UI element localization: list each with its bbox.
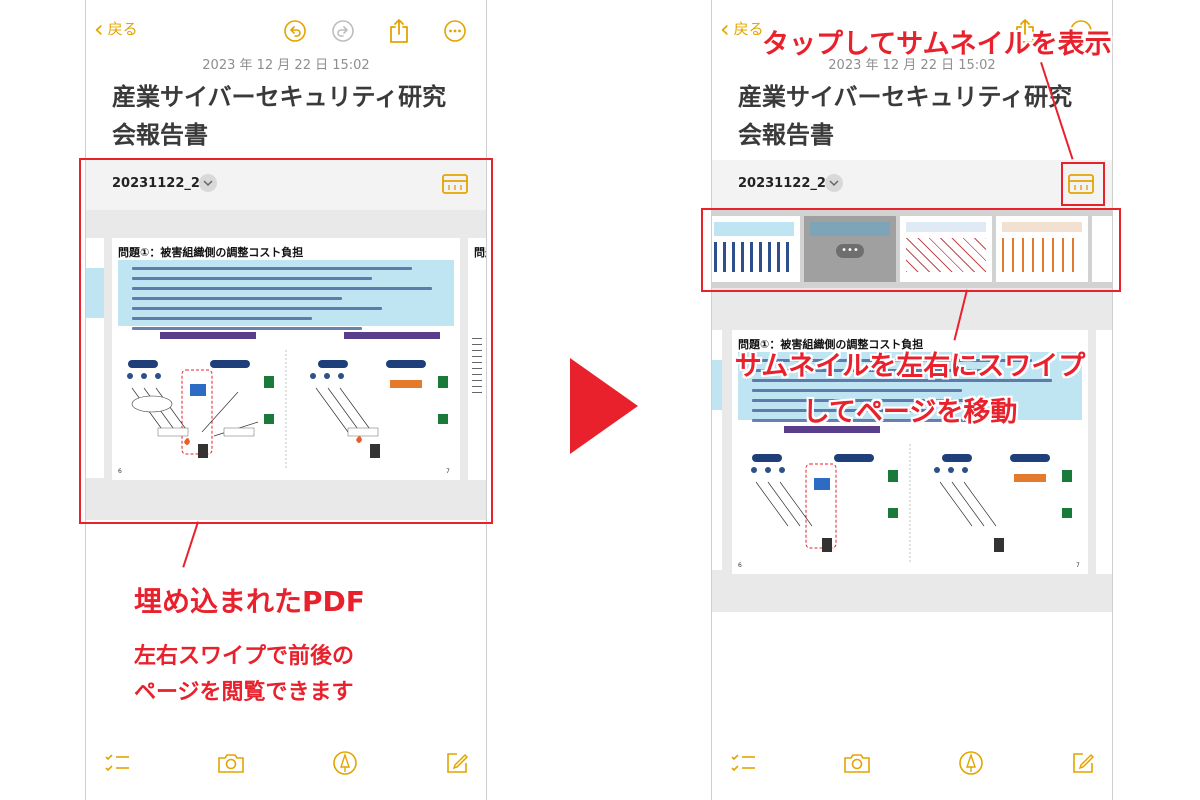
- embedded-pdf-caption: 埋め込まれたPDF: [134, 585, 365, 618]
- back-label: 戻る: [733, 20, 764, 38]
- back-label: 戻る: [107, 20, 138, 38]
- compose-icon[interactable]: [442, 748, 472, 778]
- checklist-icon[interactable]: [728, 748, 758, 778]
- checklist-icon[interactable]: [102, 748, 132, 778]
- bottom-toolbar: [712, 748, 1112, 784]
- embedded-pdf[interactable]: 20231122_2 •••: [712, 160, 1112, 612]
- pdf-page-number: 7: [446, 468, 450, 475]
- note-title[interactable]: 産業サイバーセキュリティ研究 会報告書: [112, 78, 472, 154]
- note-datestamp: 2023 年 12 月 22 日 15:02: [202, 58, 370, 73]
- compose-icon[interactable]: [1068, 748, 1098, 778]
- chevron-left-icon: ‹: [94, 14, 104, 43]
- more-icon[interactable]: [442, 18, 468, 44]
- pdf-header: 20231122_2: [86, 160, 486, 210]
- navigation-bar: ‹ 戻る: [86, 12, 486, 52]
- pdf-page-next[interactable]: 問題: [468, 238, 486, 480]
- embedded-pdf[interactable]: 20231122_2 問題①：被害組織側の調整コスト負担: [86, 160, 486, 520]
- markup-pen-icon[interactable]: [330, 748, 360, 778]
- pdf-next-heading: 問題: [474, 246, 486, 259]
- camera-icon[interactable]: [842, 748, 872, 778]
- thumbnail-toggle-icon[interactable]: [442, 174, 468, 194]
- note-title[interactable]: 産業サイバーセキュリティ研究 会報告書: [738, 78, 1098, 154]
- pdf-filename: 20231122_2: [738, 176, 826, 191]
- swipe-thumbnail-caption-line1: サムネイルを左右にスワイプ: [734, 351, 1086, 382]
- thumbnail-toggle-icon[interactable]: [1068, 174, 1094, 194]
- camera-icon[interactable]: [216, 748, 246, 778]
- pdf-highlight-box: [738, 352, 1082, 422]
- bottom-toolbar: [86, 748, 486, 784]
- pdf-page-number: 6: [118, 468, 122, 475]
- pdf-page-current[interactable]: 問題①：被害組織側の調整コスト負担: [732, 330, 1088, 574]
- markup-pen-icon[interactable]: [956, 748, 986, 778]
- redo-icon[interactable]: [330, 18, 356, 44]
- pdf-options-chevron-icon[interactable]: [825, 174, 843, 192]
- swipe-thumbnail-caption-line2: してページを移動: [802, 397, 1018, 428]
- note-title-line1: 産業サイバーセキュリティ研究: [738, 83, 1073, 111]
- pdf-page-previous[interactable]: [712, 330, 722, 570]
- pdf-options-chevron-icon[interactable]: [199, 174, 217, 192]
- pdf-thumbnail[interactable]: [712, 216, 800, 282]
- pdf-page-number: 7: [1076, 562, 1080, 569]
- pdf-highlight-box: [118, 260, 454, 330]
- transition-arrow-icon: [570, 358, 638, 454]
- undo-icon[interactable]: [282, 18, 308, 44]
- pdf-diagram: [751, 426, 1072, 564]
- pdf-thumbnail[interactable]: [996, 216, 1088, 282]
- note-screen-thumbnails: ‹ 戻る 2023 年 12 月 22 日 15:02 産業サイバーセキュリティ…: [711, 0, 1113, 800]
- back-button[interactable]: ‹ 戻る: [94, 14, 138, 43]
- pdf-highlight-box: [712, 360, 722, 410]
- back-button[interactable]: ‹ 戻る: [720, 14, 764, 43]
- pdf-page-current[interactable]: 問題①：被害組織側の調整コスト負担: [112, 238, 460, 480]
- pdf-highlight-box: [86, 268, 104, 318]
- swipe-caption-line2: ページを閲覧できます: [134, 680, 354, 705]
- more-icon[interactable]: [1068, 18, 1094, 44]
- share-icon[interactable]: [1012, 18, 1038, 44]
- note-datestamp: 2023 年 12 月 22 日 15:02: [828, 58, 996, 73]
- pdf-thumbnail[interactable]: [900, 216, 992, 282]
- chevron-left-icon: ‹: [720, 14, 730, 43]
- tap-thumbnail-caption: タップしてサムネイルを表示: [762, 29, 1112, 60]
- share-icon[interactable]: [386, 18, 412, 44]
- swipe-caption-line1: 左右スワイプで前後の: [134, 644, 355, 669]
- pdf-diagram: [127, 332, 448, 470]
- pdf-page-heading: 問題①：被害組織側の調整コスト負担: [738, 338, 924, 351]
- note-title-line2: 会報告書: [738, 121, 834, 149]
- pdf-filename: 20231122_2: [112, 176, 200, 191]
- pdf-page-previous[interactable]: [86, 238, 104, 478]
- pdf-page-number: 6: [738, 562, 742, 569]
- note-title-line2: 会報告書: [112, 121, 208, 149]
- pdf-page-heading: 問題①：被害組織側の調整コスト負担: [118, 246, 304, 259]
- pdf-header: 20231122_2: [712, 160, 1112, 210]
- note-screen-embedded-pdf: ‹ 戻る 2023 年 12 月 22 日 15:02 産業サイバーセキュリティ…: [85, 0, 487, 800]
- pdf-thumbnail[interactable]: [1092, 216, 1112, 282]
- thumbnail-strip[interactable]: •••: [712, 210, 1112, 288]
- note-title-line1: 産業サイバーセキュリティ研究: [112, 83, 447, 111]
- pdf-page-next[interactable]: [1096, 330, 1112, 574]
- pdf-thumbnail-selected[interactable]: •••: [804, 216, 896, 282]
- navigation-bar: ‹ 戻る: [712, 12, 1112, 52]
